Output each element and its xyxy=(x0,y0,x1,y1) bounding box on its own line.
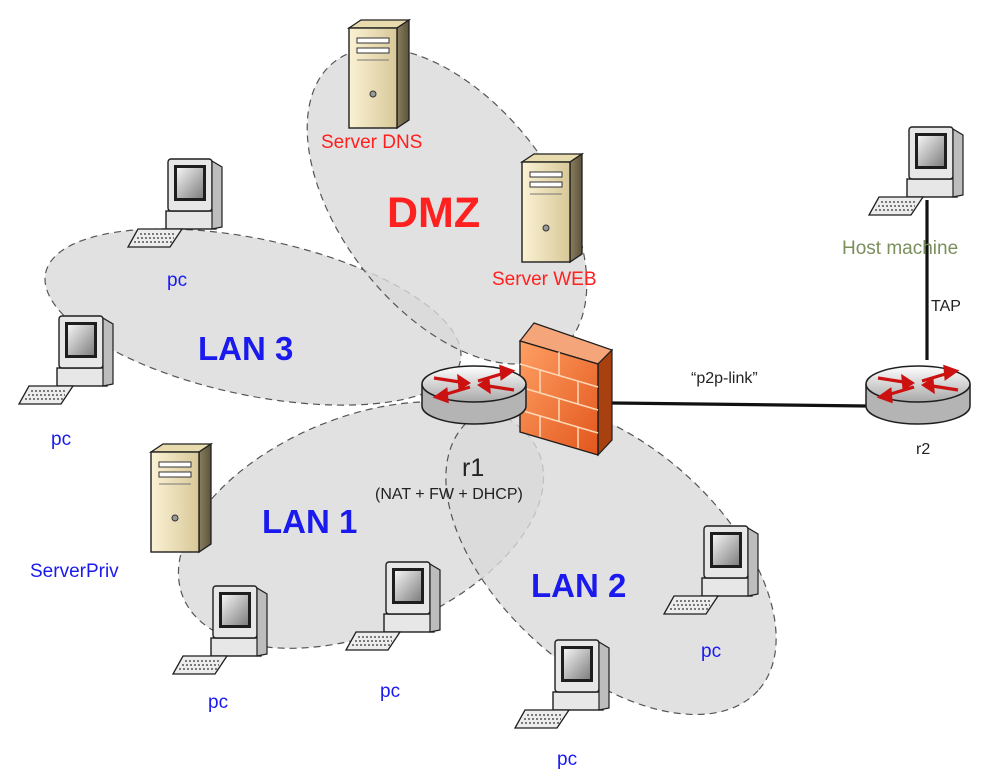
label-server-priv: ServerPriv xyxy=(30,561,119,582)
label-pc: pc xyxy=(380,681,401,702)
label-pc: pc xyxy=(557,749,578,770)
pc-lan3-left-icon xyxy=(18,315,114,405)
p2p-link-line xyxy=(611,401,867,408)
label-pc: pc xyxy=(208,692,229,713)
label-r2: r2 xyxy=(916,441,931,458)
label-server-dns: Server DNS xyxy=(321,132,423,153)
label-p2p-link: “p2p-link” xyxy=(691,370,758,387)
label-pc: pc xyxy=(701,641,722,662)
server-priv-icon xyxy=(150,443,212,553)
router-r2-icon xyxy=(864,364,972,426)
label-r1: r1 xyxy=(462,454,485,482)
firewall-icon xyxy=(518,322,614,457)
label-pc: pc xyxy=(167,270,188,291)
label-r1-services: (NAT + FW + DHCP) xyxy=(375,486,523,503)
router-r1-icon xyxy=(420,364,528,426)
zone-label-lan1: LAN 1 xyxy=(262,503,358,540)
pc-host-icon xyxy=(868,126,964,216)
zone-label-lan2: LAN 2 xyxy=(531,567,627,604)
zone-label-lan3: LAN 3 xyxy=(198,330,294,367)
server-dns-icon xyxy=(348,19,410,129)
server-web-icon xyxy=(521,153,583,263)
zone-lan2 xyxy=(445,400,777,716)
pc-lan2-bottom-icon xyxy=(514,639,610,729)
label-host-machine: Host machine xyxy=(842,238,959,259)
label-pc: pc xyxy=(51,429,72,450)
label-server-web: Server WEB xyxy=(492,269,597,290)
label-tap: TAP xyxy=(931,298,961,315)
zone-lan3 xyxy=(44,228,462,406)
zone-label-dmz: DMZ xyxy=(387,189,481,237)
